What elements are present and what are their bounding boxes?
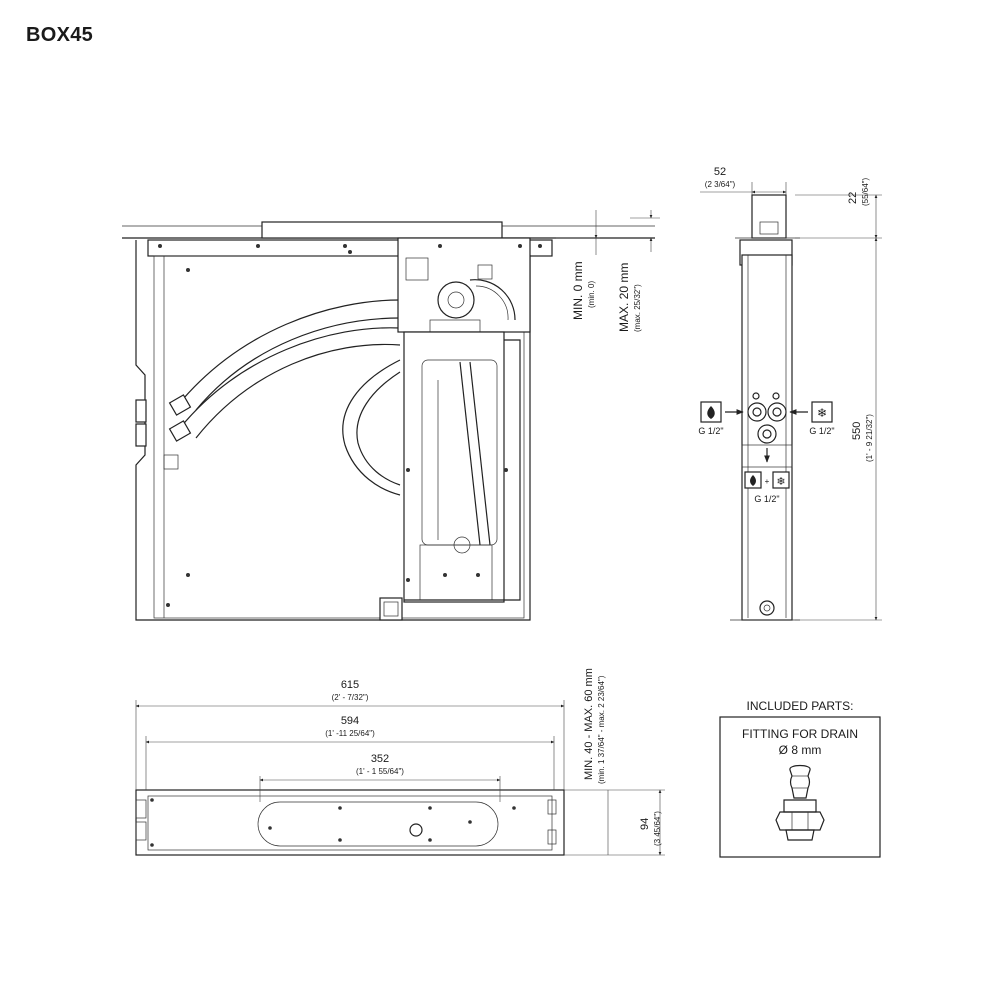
height-value: 550 <box>851 422 863 440</box>
overall-value: 615 <box>341 679 359 691</box>
inner-sub: (1' -11 25/64") <box>325 729 375 738</box>
min-sub: (min. 0) <box>587 281 596 308</box>
top-sub: (55/64") <box>861 177 870 206</box>
width-sub: (2 3/64") <box>705 180 736 189</box>
part-name: FITTING FOR DRAIN <box>742 727 858 741</box>
range-label: MIN. 40 - MAX. 60 mm <box>583 668 595 780</box>
range-sub: (min. 1 37/64" - max. 2 23/64") <box>597 675 606 784</box>
max-label: MAX. 20 mm <box>617 263 631 332</box>
outlet-label: G 1/2" <box>754 494 779 504</box>
width-value: 52 <box>714 166 726 178</box>
inner-value: 594 <box>341 715 359 727</box>
depth-value: 94 <box>639 818 651 830</box>
svg-text:❄: ❄ <box>817 406 827 420</box>
height-sub: (1' - 9 21/32") <box>865 414 874 462</box>
overall-sub: (2' - 7/32") <box>332 693 369 702</box>
top-value: 22 <box>847 192 859 204</box>
part-size: Ø 8 mm <box>779 743 822 757</box>
included-parts: INCLUDED PARTS: FITTING FOR DRAIN Ø 8 mm <box>719 699 881 858</box>
bottom-view: 615 (2' - 7/32") 594 (1' -11 25/64") 352… <box>135 668 665 856</box>
included-heading: INCLUDED PARTS: <box>747 699 854 713</box>
slot-value: 352 <box>371 753 389 765</box>
side-view: ❄ ❄ + G 1/2" G 1/2" G 1/2" 52 (2 3/64") … <box>698 166 882 621</box>
inlet-right-label: G 1/2" <box>809 426 834 436</box>
max-sub: (max. 25/32") <box>633 284 642 332</box>
page-title: BOX45 <box>26 24 94 46</box>
plus-label: + <box>765 477 770 486</box>
min-label: MIN. 0 mm <box>571 261 585 320</box>
front-view: MIN. 0 mm (min. 0) MAX. 20 mm (max. 25/3… <box>122 210 660 621</box>
slot-sub: (1' - 1 55/64") <box>356 767 404 776</box>
depth-sub: (3 45/64") <box>653 811 662 846</box>
inlet-left-label: G 1/2" <box>698 426 723 436</box>
drain-fitting-icon <box>775 764 825 841</box>
svg-text:❄: ❄ <box>776 476 785 488</box>
